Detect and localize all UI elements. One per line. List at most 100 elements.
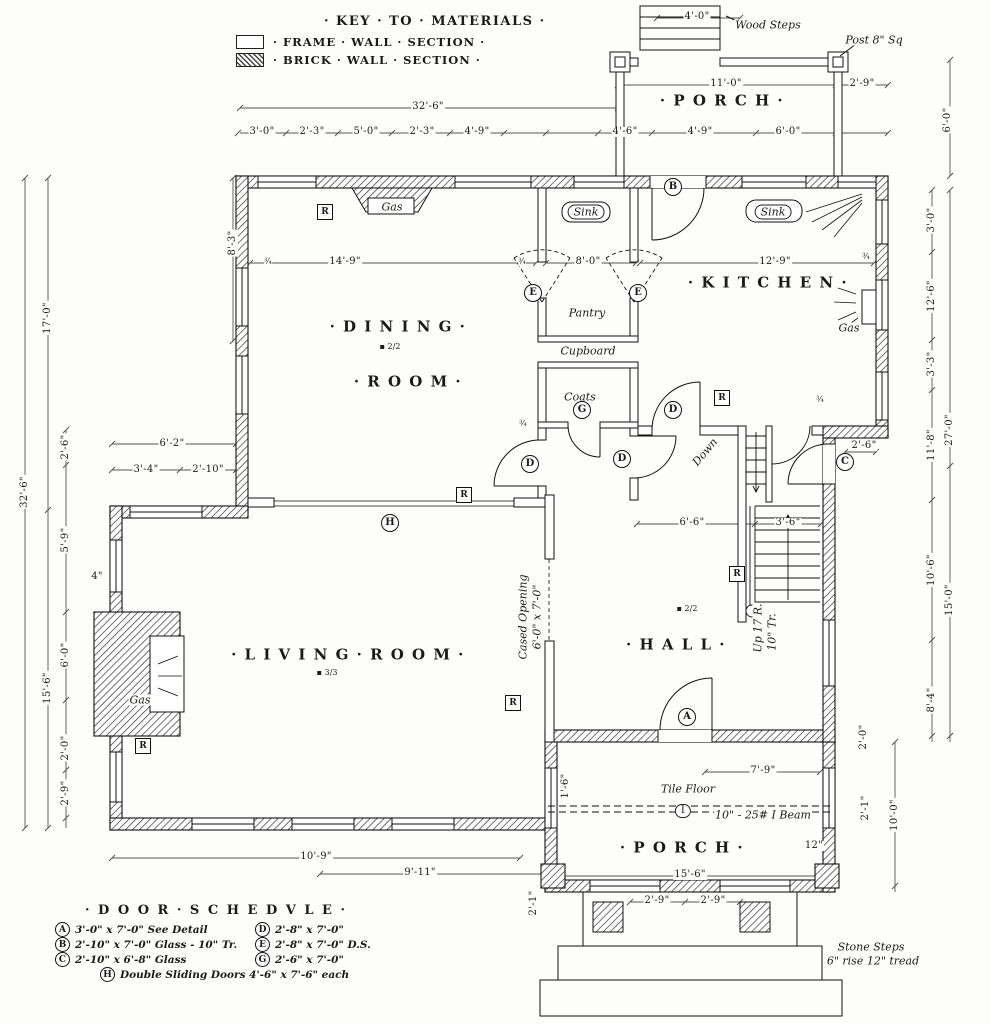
room-label-kitchen: · K I T C H E N · [687,273,849,292]
door-size-text: 2'-10" x 6'-8" Glass [75,953,187,966]
door-marker-c: C [836,453,854,471]
label-coats: Coats [563,390,597,404]
window-mark-hall: ▪ 2/2 [676,604,698,613]
sash-mark: ¾ [519,419,527,428]
door-size-text: 2'-10" x 7'-0" Glass - 10" Tr. [75,938,238,951]
door-key-badge-e: E [255,937,270,952]
dimension-label: 4'-0" [683,11,711,22]
dimension-label: 6'-6" [678,517,706,528]
dimension-label: 4'-9" [686,126,714,137]
brick-wall-swatch-icon [236,53,264,67]
dimension-label: 4'-6" [611,126,639,137]
cased-opening-size: 6'-0" x 7'-0" [530,583,544,651]
note-post: Post 8" Sq [844,33,904,47]
sliding-doors-and-cased-opening [274,500,554,642]
door-key-badge-g: G [255,952,270,967]
door-marker-b: B [664,178,682,196]
door-size-text: 2'-6" x 7'-0" [275,953,344,966]
dimension-label: 10'-0" [889,798,900,832]
dimension-label: 2'-9" [60,779,71,807]
frame-wall-swatch-icon [236,35,264,49]
room-label-porch-upper: · P O R C H · [659,91,785,110]
door-marker-h: H [381,514,399,532]
radiator-marker-living: R [135,738,151,754]
interior-walls [247,187,824,743]
radiator-marker-kitchen: R [714,390,730,406]
note-gas-range-kitchen: Gas [837,321,861,335]
door-key-badge-c: C [55,952,70,967]
dimension-label: 4" [90,571,104,582]
room-label-porch-lower: · P O R C H · [619,838,745,857]
door-key-badge-a: A [55,922,70,937]
door-schedule-entry-e: E 2'-8" x 7'-0" D.S. [255,937,405,952]
dimension-label: 2'-6" [850,440,878,451]
dimension-label: 8'-3" [227,229,238,257]
dimension-label: 15'-6" [673,869,707,880]
dimension-label: 7'-9" [749,765,777,776]
dimension-label: 1'-6" [560,772,571,800]
dimension-label: 3'-3" [926,350,937,378]
dimension-label: 2'-0" [858,723,869,751]
dimension-label: 2'-3" [408,126,436,137]
dimension-label: 15'-6" [42,671,53,705]
dimension-label: 15'-0" [944,583,955,617]
dimension-label: 2'-6" [60,433,71,461]
door-marker-e-east: E [629,284,647,302]
i-beam-marker: I [674,804,692,818]
radiator-marker-dining: R [317,204,333,220]
door-size-text: 2'-8" x 7'-0" [275,923,344,936]
dimension-label: 2'-3" [298,126,326,137]
windows [109,175,889,893]
stair-tread-label: 10" Tr. [765,612,779,652]
room-label-pantry: Pantry [567,306,607,320]
dimension-label: 5'-0" [352,126,380,137]
note-wood-steps: Wood Steps [734,18,802,32]
brick-wall-key-row: · BRICK · WALL · SECTION · [236,51,546,69]
dimension-label: 32'-6" [19,475,30,509]
window-mark-dining: ▪ 2/2 [379,342,401,351]
materials-key: · KEY · TO · MATERIALS · · FRAME · WALL … [236,14,546,69]
label-cupboard: Cupboard [559,344,617,358]
note-stone-steps-size: 6" rise 12" tread [825,954,921,968]
dimension-label: 3'-6" [774,517,802,528]
dimension-label: 14'-9" [328,256,362,267]
dimension-label: 6'-0" [60,641,71,669]
door-marker-d-dining: D [521,455,539,473]
fixture-sink-kitchen: Sink [754,204,792,220]
dimension-label: 6'-0" [942,106,953,134]
room-label-dining-room: · R O O M · [353,372,463,391]
dimension-label: 3'-0" [926,206,937,234]
dimension-label: 3'-0" [248,126,276,137]
dimension-label: 8'-0" [574,256,602,267]
stone-steps [539,891,843,1017]
sash-mark: ¾ [264,257,272,266]
dimension-label: 3'-4" [132,464,160,475]
cased-opening-label: Cased Opening [516,573,530,661]
dimension-label: 6'-2" [158,438,186,449]
radiator-marker-hall: R [505,695,521,711]
dimension-label: 2'-1" [860,794,871,822]
dimension-label: 2'-1" [528,889,539,917]
sash-mark: ¾ [518,257,526,266]
dimension-label: 9'-11" [403,867,437,878]
dimension-label: 11'-0" [709,78,743,89]
door-key-badge-d: D [255,922,270,937]
door-size-text: 2'-8" x 7'-0" D.S. [275,938,371,951]
dimension-label: 5'-9" [60,526,71,554]
door-marker-g: G [573,401,591,419]
fixture-sink-pantry: Sink [567,204,605,220]
dimension-label: 2'-9" [699,895,727,906]
sash-mark: ¾ [862,252,870,261]
door-marker-d-hall: D [613,450,631,468]
note-i-beam: 10" - 25# I Beam [714,808,812,822]
stair-up-label: Up 17 R. [751,602,765,654]
door-schedule-entry-g: G 2'-6" x 7'-0" [255,952,405,967]
